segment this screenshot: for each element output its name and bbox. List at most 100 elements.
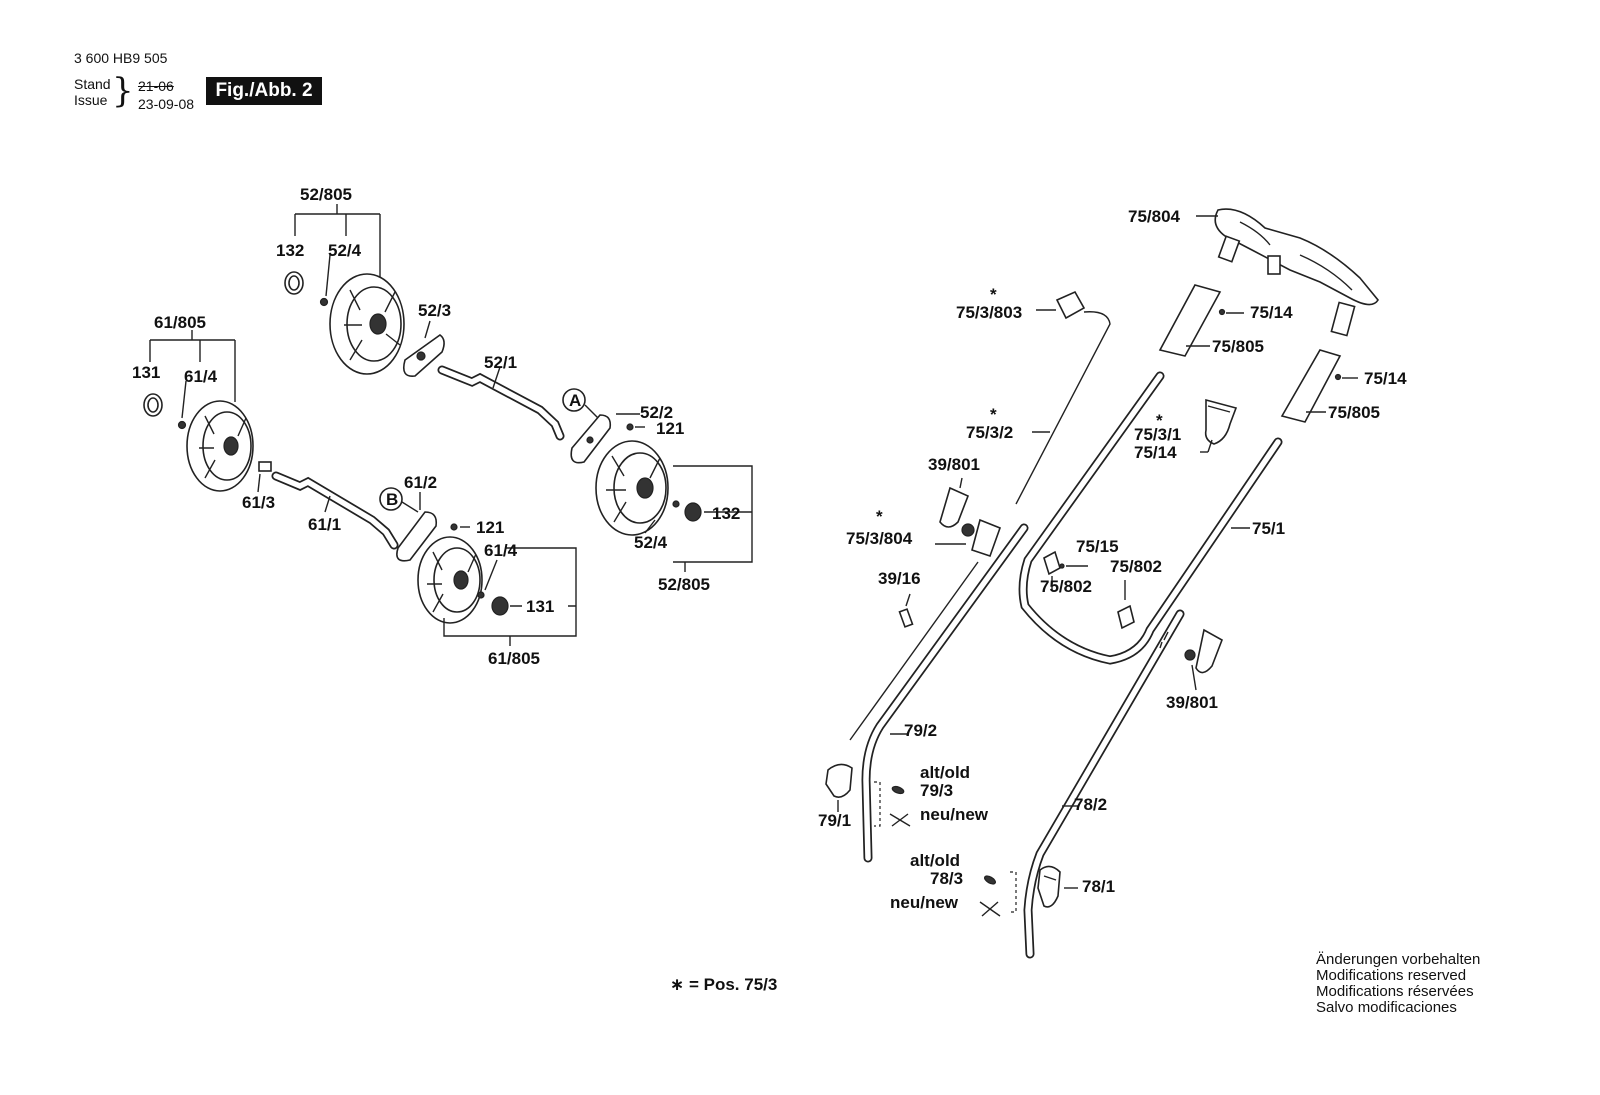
callout-75-802-b: 75/802 <box>1040 577 1092 596</box>
callout-79-2: 79/2 <box>904 721 937 740</box>
figure-label: Fig./Abb. 2 <box>206 77 322 105</box>
screw-78-3 <box>983 875 997 885</box>
callout-39-801-b: 39/801 <box>1166 693 1218 712</box>
old-date: 21-06 <box>138 78 174 94</box>
knob-39-801-left <box>939 486 970 528</box>
rear-wheel-assembly <box>284 204 753 572</box>
callout-78-1: 78/1 <box>1082 877 1115 896</box>
handle-assembly <box>979 208 1379 959</box>
callout-61-3: 61/3 <box>242 493 275 512</box>
note-fr: Modifications réservées <box>1316 983 1474 1000</box>
callout-132: 132 <box>276 241 304 260</box>
callout-75-14: 75/14 <box>1250 303 1293 322</box>
bracket-61-2 <box>396 511 438 562</box>
pin-39-16 <box>898 608 914 628</box>
callout-61-4-b: 61/4 <box>484 541 518 560</box>
callout-75-804: 75/804 <box>1128 207 1181 226</box>
clamp-79-1 <box>825 763 853 798</box>
star-75-3-803: * <box>990 285 997 304</box>
callout-75-14-b: 75/14 <box>1364 369 1407 388</box>
callout-61-805-b: 61/805 <box>488 649 540 668</box>
star-75-3-2: * <box>990 405 997 424</box>
hub-cap-52-3 <box>402 334 445 377</box>
clamp-78-1 <box>1037 865 1061 908</box>
callout-121: 121 <box>656 419 684 438</box>
callout-39-16: 39/16 <box>878 569 921 588</box>
callout-52-1: 52/1 <box>484 353 517 372</box>
callout-b: B <box>386 490 398 509</box>
callout-75-3-803: 75/3/803 <box>956 303 1022 322</box>
callout-75-805-b: 75/805 <box>1328 403 1380 422</box>
issue-date: 23-09-08 <box>138 96 195 112</box>
issue-label: Issue <box>74 92 108 108</box>
callout-131: 131 <box>132 363 160 382</box>
detail-b-marker <box>379 487 403 511</box>
brace-icon: } <box>112 71 134 111</box>
callout-75-1: 75/1 <box>1252 519 1285 538</box>
detail-a-marker <box>562 388 586 412</box>
callout-131-b: 131 <box>526 597 554 616</box>
callout-52-805: 52/805 <box>300 185 352 204</box>
callout-78-3: 78/3 <box>930 869 963 888</box>
callout-75-3-1: 75/3/1 <box>1134 425 1181 444</box>
callout-52-2: 52/2 <box>640 403 673 422</box>
knob-75-802-right <box>1117 604 1135 630</box>
callout-61-2: 61/2 <box>404 473 437 492</box>
callout-61-4: 61/4 <box>184 367 218 386</box>
callout-79-3: 79/3 <box>920 781 953 800</box>
callout-52-4-b: 52/4 <box>634 533 668 552</box>
washer-61-4 <box>177 420 187 430</box>
callout-79-1: 79/1 <box>818 811 851 830</box>
wheel-52 <box>329 273 405 375</box>
callout-75-3-2: 75/3/2 <box>966 423 1013 442</box>
wheel-61-bottom <box>417 536 483 624</box>
callout-neu-new-b: neu/new <box>890 893 959 912</box>
modifications-note: Änderungen vorbehalten Modifications res… <box>1316 952 1480 1016</box>
callout-39-801: 39/801 <box>928 455 980 474</box>
switch-75-3-803 <box>1015 290 1111 505</box>
screw-79-3 <box>891 785 905 795</box>
callout-52-4: 52/4 <box>328 241 362 260</box>
pin-61-3 <box>258 461 272 472</box>
callout-alt-old-b: alt/old <box>910 851 960 870</box>
callout-75-3-804: 75/3/804 <box>846 529 913 548</box>
tube-75-805-right <box>1280 349 1342 423</box>
washer-52-4-bottom <box>672 500 680 508</box>
note-es: Salvo modificaciones <box>1316 999 1457 1016</box>
cap-131 <box>143 393 163 417</box>
callout-75-802: 75/802 <box>1110 557 1162 576</box>
star-75-3-804: * <box>876 507 883 526</box>
callout-75-805: 75/805 <box>1212 337 1264 356</box>
knob-39-801-right <box>1184 628 1223 674</box>
callout-52-3: 52/3 <box>418 301 451 320</box>
washer-52-4 <box>319 297 329 307</box>
callout-61-805: 61/805 <box>154 313 206 332</box>
star-75-3-1: * <box>1156 411 1163 430</box>
callout-75-14-c: 75/14 <box>1134 443 1177 462</box>
knob-75-802-left <box>1043 550 1061 576</box>
front-wheel-assembly <box>143 330 577 646</box>
note-de: Änderungen vorbehalten <box>1316 951 1481 968</box>
callout-alt-old: alt/old <box>920 763 970 782</box>
callout-132-b: 132 <box>712 504 740 523</box>
callout-78-2: 78/2 <box>1074 795 1107 814</box>
callout-labels: 52/805 132 52/4 52/3 52/1 A 52/2 121 132… <box>132 185 1407 912</box>
cable-clamp-75-3-1 <box>1204 398 1238 445</box>
bracket-52-2 <box>570 414 612 464</box>
cap-131-bottom <box>491 596 509 616</box>
top-handle-75-804 <box>1214 208 1379 337</box>
cap-132 <box>284 271 304 295</box>
note-en: Modifications reserved <box>1316 967 1467 984</box>
wheel-52-bottom <box>595 440 669 536</box>
wheel-61 <box>186 400 254 492</box>
cap-132-bottom <box>684 502 702 522</box>
cable-assembly <box>825 477 1029 863</box>
callout-121-b: 121 <box>476 518 504 537</box>
callout-52-805-b: 52/805 <box>658 575 710 594</box>
legend-pos-75-3: ∗ = Pos. 75/3 <box>670 975 778 994</box>
callout-a: A <box>569 391 581 410</box>
callout-75-15: 75/15 <box>1076 537 1119 556</box>
tube-75-805-left <box>1158 284 1222 357</box>
washer-61-4-bottom <box>477 591 485 599</box>
